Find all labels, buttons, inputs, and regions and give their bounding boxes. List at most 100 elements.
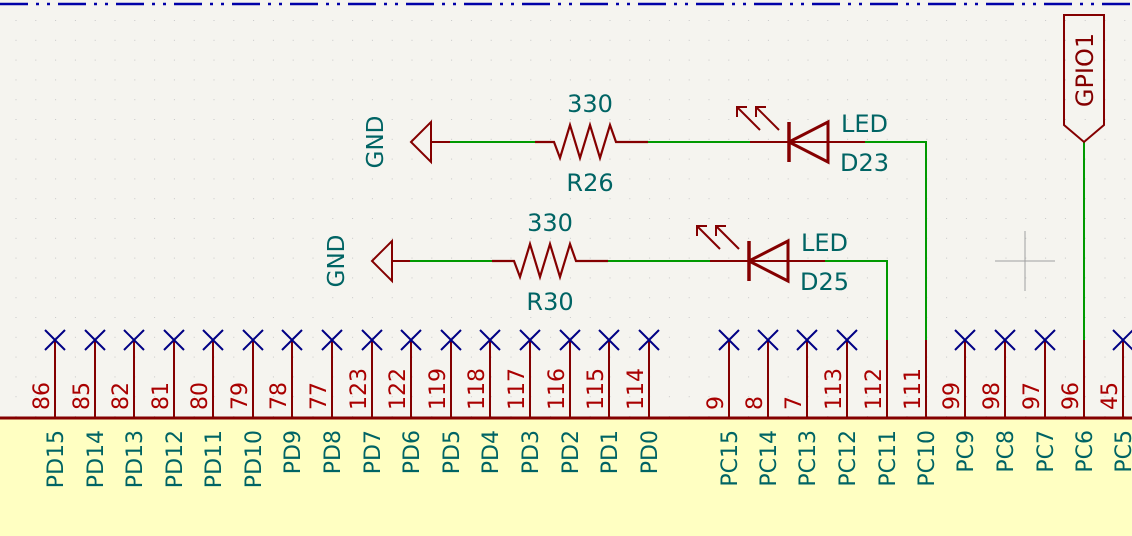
r30-value: 330 bbox=[527, 209, 573, 237]
resistor-r26[interactable] bbox=[535, 121, 648, 162]
grid-dot bbox=[649, 20, 651, 21]
wire-d23-pc10[interactable] bbox=[865, 141, 927, 340]
grid-dot bbox=[1005, 237, 1007, 239]
grid-dot bbox=[985, 198, 987, 200]
grid-dot bbox=[134, 277, 136, 279]
wire-d25-pc11[interactable] bbox=[825, 260, 888, 340]
grid-dot bbox=[35, 99, 37, 101]
grid-dot bbox=[866, 99, 868, 101]
grid-dot bbox=[74, 178, 76, 180]
grid-dot bbox=[371, 257, 373, 259]
led-d25[interactable] bbox=[696, 225, 825, 284]
grid-dot bbox=[411, 20, 413, 21]
grid-dot bbox=[886, 99, 888, 101]
grid-dot bbox=[926, 138, 928, 140]
grid-dot bbox=[114, 257, 116, 259]
grid-dot bbox=[272, 198, 274, 200]
grid-dot bbox=[629, 356, 631, 358]
gnd-symbol-1[interactable] bbox=[409, 119, 450, 165]
grid-dot bbox=[1084, 198, 1086, 200]
grid-dot bbox=[253, 59, 255, 61]
grid-dot bbox=[807, 336, 809, 338]
global-label-gpio1[interactable]: GPIO1 bbox=[1063, 14, 1105, 144]
grid-dot bbox=[431, 317, 433, 318]
grid-dot bbox=[371, 138, 373, 140]
grid-dot bbox=[312, 119, 314, 120]
grid-dot bbox=[470, 198, 472, 200]
grid-dot bbox=[807, 218, 809, 219]
gnd-symbol-2[interactable] bbox=[370, 238, 410, 284]
grid-dot bbox=[490, 237, 492, 239]
resistor-r30[interactable] bbox=[492, 240, 608, 281]
grid-dot bbox=[55, 158, 57, 160]
grid-dot bbox=[312, 257, 314, 259]
grid-dot bbox=[332, 99, 334, 101]
grid-dot bbox=[827, 396, 829, 398]
grid-dot bbox=[906, 277, 908, 279]
grid-dot bbox=[550, 376, 552, 378]
grid-dot bbox=[233, 138, 235, 140]
grid-dot bbox=[946, 138, 948, 140]
light-emission-icon bbox=[696, 225, 740, 250]
grid-dot bbox=[1025, 59, 1027, 61]
grid-dot bbox=[213, 257, 215, 259]
grid-dot bbox=[589, 119, 591, 120]
no-connect-icon bbox=[1112, 329, 1132, 351]
grid-dot bbox=[1025, 39, 1027, 41]
grid-dot bbox=[787, 79, 789, 81]
grid-dot bbox=[134, 59, 136, 61]
grid-dot bbox=[35, 79, 37, 81]
grid-dot bbox=[114, 99, 116, 101]
no-connect-icon bbox=[836, 329, 858, 351]
grid-dot bbox=[1104, 257, 1106, 259]
grid-dot bbox=[15, 138, 17, 140]
grid-dot bbox=[470, 396, 472, 398]
grid-dot bbox=[134, 79, 136, 81]
grid-dot bbox=[312, 39, 314, 41]
grid-dot bbox=[807, 317, 809, 318]
grid-dot bbox=[510, 277, 512, 279]
grid-dot bbox=[371, 198, 373, 200]
grid-dot bbox=[1025, 237, 1027, 239]
led-d23[interactable] bbox=[736, 106, 865, 165]
pin-name: PD0 bbox=[638, 430, 663, 474]
grid-dot bbox=[193, 39, 195, 41]
grid-dot bbox=[193, 59, 195, 61]
grid-dot bbox=[668, 376, 670, 378]
grid-dot bbox=[35, 336, 37, 338]
grid-dot bbox=[1064, 257, 1066, 259]
grid-dot bbox=[391, 198, 393, 200]
pin-number: 7 bbox=[782, 396, 807, 410]
grid-dot bbox=[451, 198, 453, 200]
grid-dot bbox=[510, 218, 512, 219]
grid-dot bbox=[272, 336, 274, 338]
